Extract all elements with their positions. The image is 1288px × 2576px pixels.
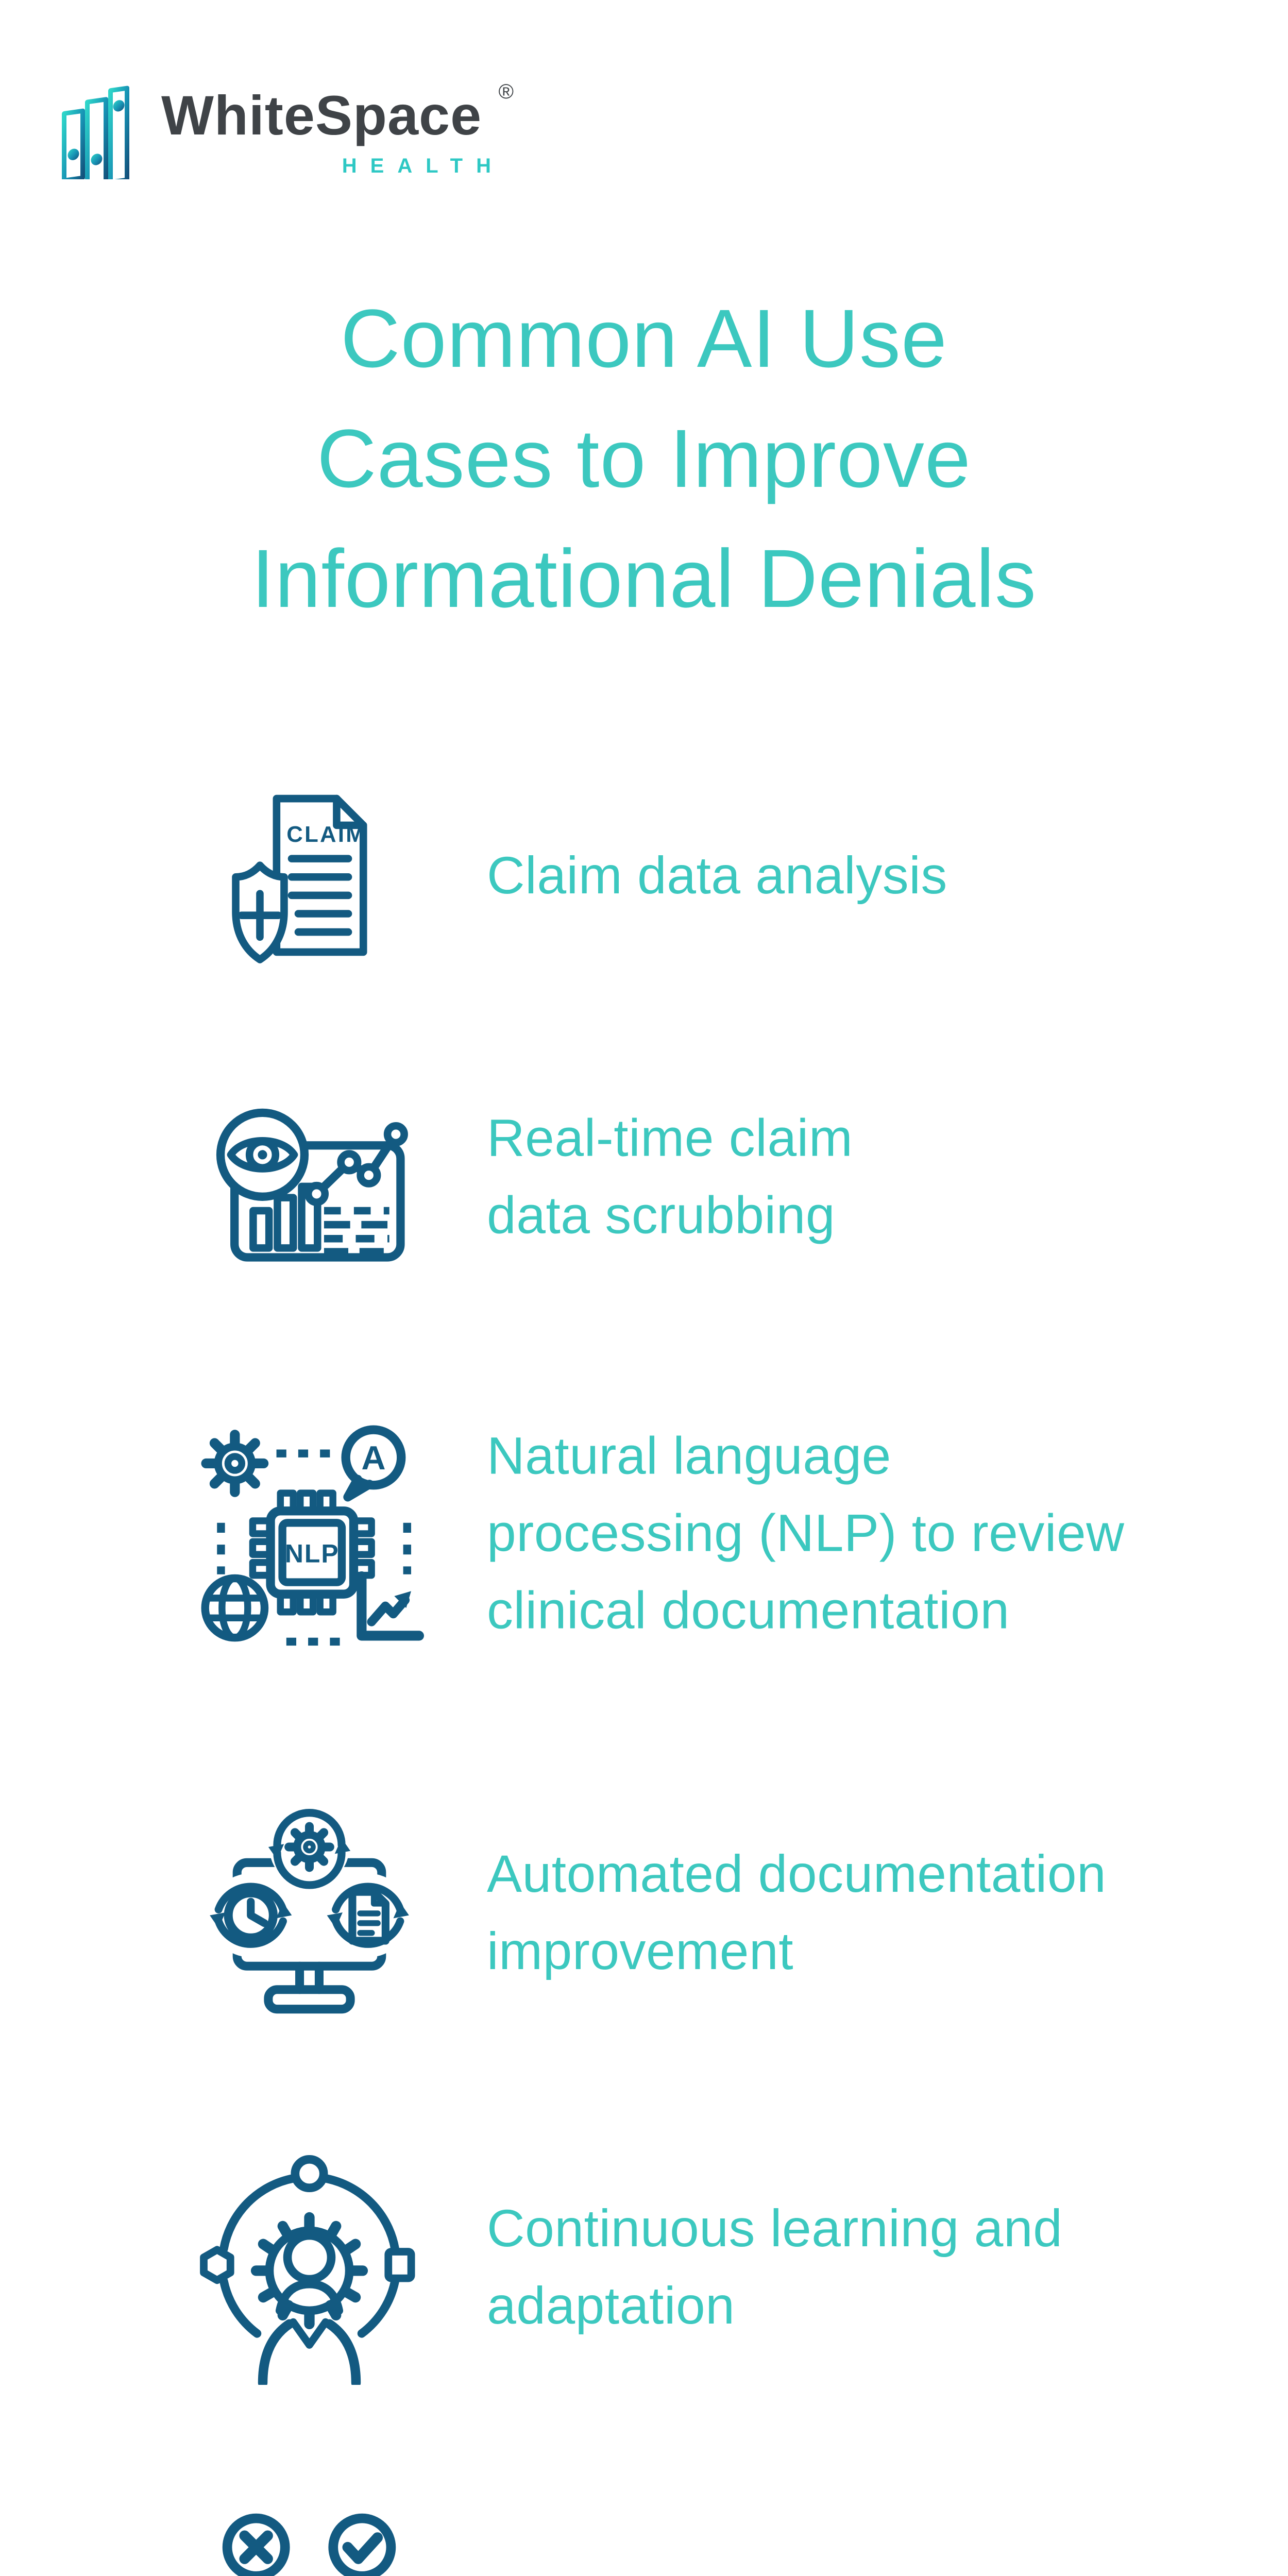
logo: WhiteSpace HEALTH ® xyxy=(52,76,514,179)
item-text-line: Natural language xyxy=(487,1426,891,1485)
title-line-1: Common AI Use xyxy=(341,292,947,384)
realtime-monitoring-dashboard-icon xyxy=(216,1108,408,1262)
list-item-claim-data-analysis: CLAIM Claim data analysis xyxy=(0,787,1288,964)
item-text-line: improvement xyxy=(487,1922,794,1980)
item-text: Real-time claim data scrubbing xyxy=(487,1099,853,1253)
item-text: Continuous learning and adaptation xyxy=(487,2190,1062,2344)
speech-bubble-letter: A xyxy=(361,1439,385,1477)
icon-cell xyxy=(191,2149,428,2385)
item-text-line: Continuous learning and xyxy=(487,2199,1063,2258)
registered-trademark: ® xyxy=(498,80,514,103)
icon-cell xyxy=(191,2503,428,2576)
nlp-chip-label: NLP xyxy=(285,1539,340,1568)
brand-division: HEALTH xyxy=(342,155,504,177)
title-line-2: Cases to Improve xyxy=(317,412,971,504)
list-item-continuous-learning: Continuous learning and adaptation xyxy=(0,2149,1288,2385)
item-text-line: Real-time claim xyxy=(487,1108,853,1167)
claim-label-text: CLAIM xyxy=(286,822,366,847)
icon-cell xyxy=(191,1080,428,1273)
item-text-line: adaptation xyxy=(487,2276,735,2335)
list-item-automated-documentation: Automated documentation improvement xyxy=(0,1800,1288,2025)
icon-cell xyxy=(191,1800,428,2025)
hand-gear-decision-icon xyxy=(222,2513,396,2576)
brand-name: WhiteSpace xyxy=(161,84,482,146)
list-item-decision-support: Decision support xyxy=(0,2503,1288,2576)
list-item-realtime-scrubbing: Real-time claim data scrubbing xyxy=(0,1080,1288,1273)
automated-monitor-workflow-icon xyxy=(208,1807,410,2014)
nlp-chip-icon: A NLP xyxy=(201,1425,424,1646)
list-item-nlp-review: A NLP Nat xyxy=(0,1412,1288,1654)
icon-cell: A NLP xyxy=(191,1412,428,1654)
whitespace-logo-icon xyxy=(62,86,129,179)
item-text: Claim data analysis xyxy=(487,837,947,914)
item-text-line: Automated documentation xyxy=(487,1844,1107,1903)
icon-cell: CLAIM xyxy=(191,787,428,964)
claim-document-shield-icon: CLAIM xyxy=(232,794,367,963)
page-title: Common AI Use Cases to Improve Informati… xyxy=(0,278,1288,638)
item-text: Automated documentation improvement xyxy=(487,1835,1106,1990)
item-text: Natural language processing (NLP) to rev… xyxy=(487,1417,1124,1649)
person-gear-learning-icon xyxy=(199,2155,415,2385)
title-line-3: Informational Denials xyxy=(251,532,1037,624)
item-text-line: data scrubbing xyxy=(487,1185,836,1244)
item-text-line: clinical documentation xyxy=(487,1581,1010,1639)
item-text-line: processing (NLP) to review xyxy=(487,1503,1125,1562)
item-text-line: Claim data analysis xyxy=(487,846,947,905)
